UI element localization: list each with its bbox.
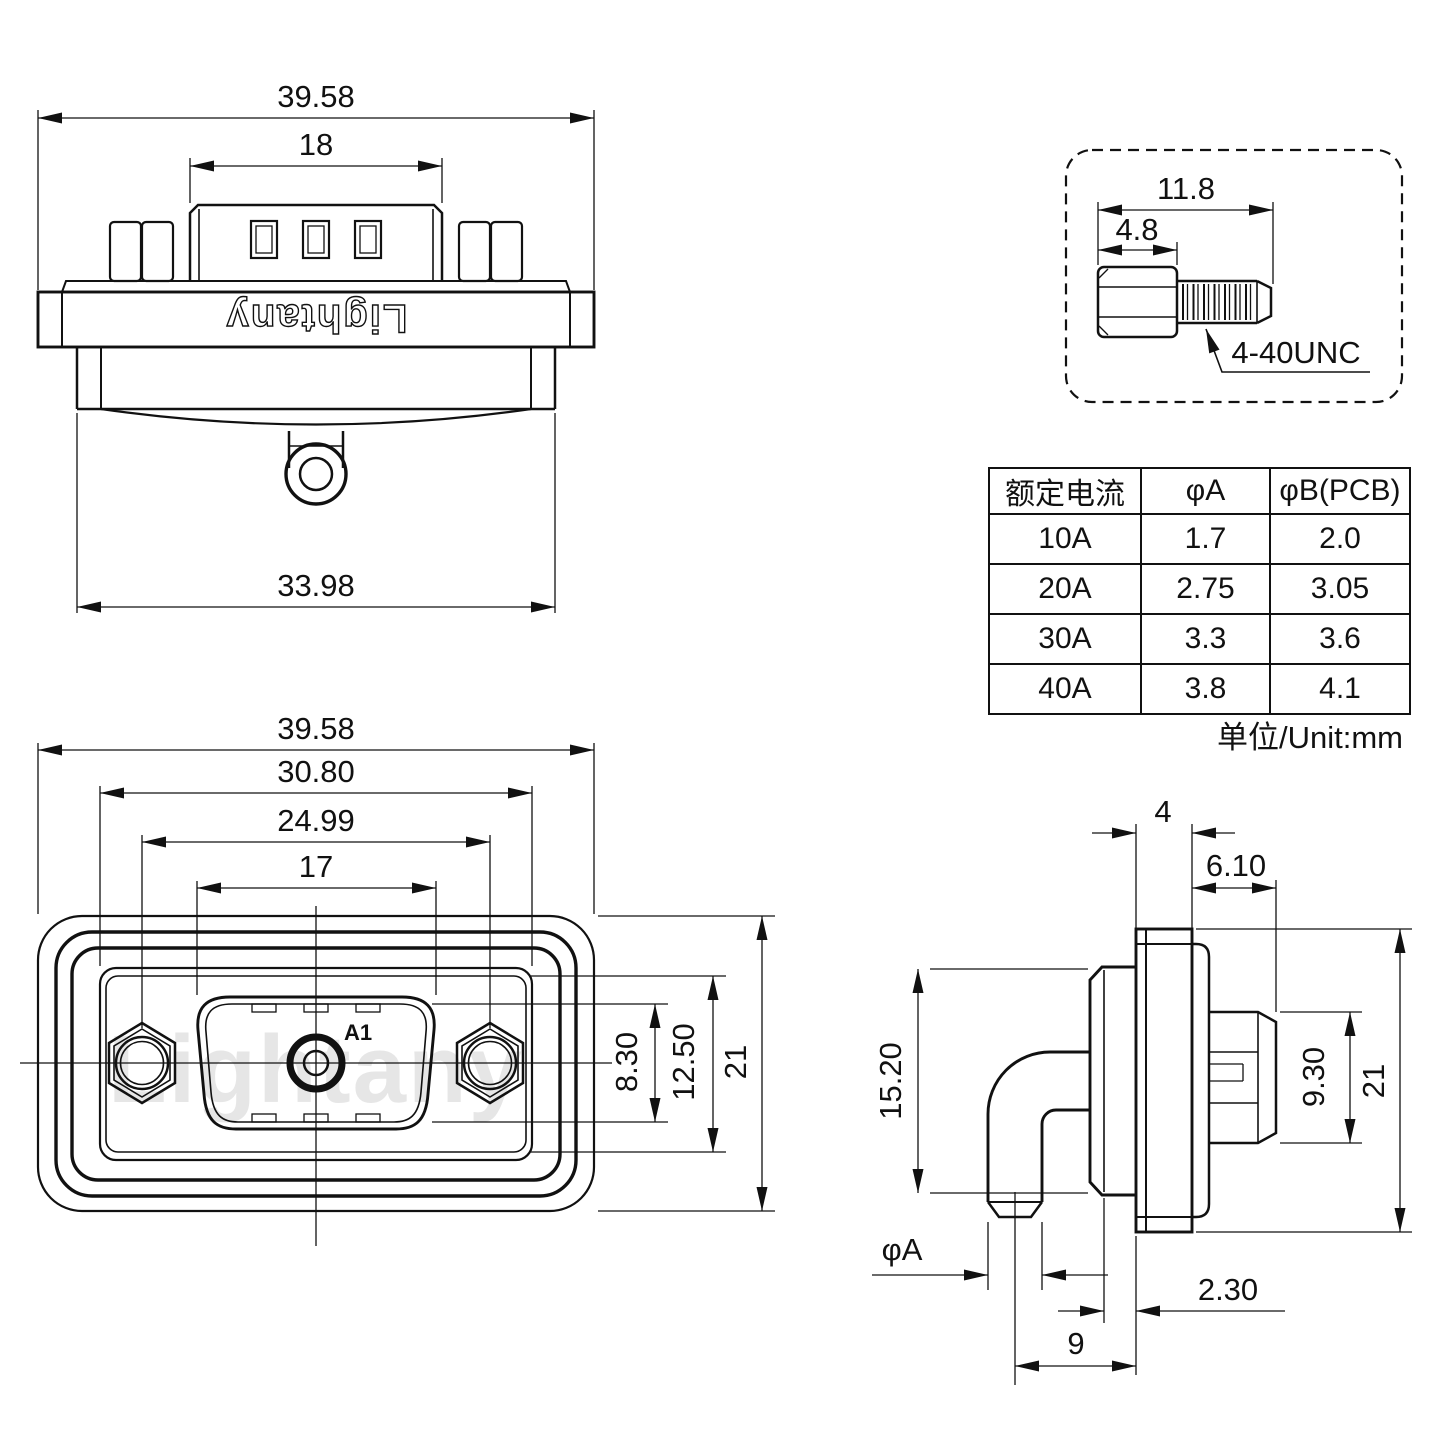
cell-dia-a: 3.3 [1140, 613, 1271, 665]
cell-dia-a: 3.8 [1140, 663, 1271, 715]
table-row: 40A 3.8 4.1 [988, 663, 1411, 715]
dim-screw-total-length: 11.8 [1097, 171, 1274, 284]
cell-dia-b: 4.1 [1269, 663, 1411, 715]
dim-top-overall-width: 39.58 [37, 79, 595, 290]
dim-screw-head-length: 4.8 [1098, 212, 1178, 265]
header-dia-a: φA [1140, 467, 1271, 515]
cell-dia-b: 3.05 [1269, 563, 1411, 615]
dim-label: 18 [299, 127, 333, 162]
dim-label: 30.80 [277, 754, 355, 789]
dim-label: 17 [299, 849, 333, 884]
mounting-nut-left [107, 1021, 177, 1105]
cell-current: 10A [988, 513, 1142, 565]
side-view-geometry [986, 927, 1278, 1385]
dim-label: 9.30 [1296, 1047, 1331, 1107]
dim-front-panel-width: 30.80 [99, 754, 533, 966]
dim-label: 21 [718, 1045, 753, 1079]
top-view-geometry [36, 203, 596, 506]
cell-dia-b: 3.6 [1269, 613, 1411, 665]
unit-note: 单位/Unit:mm [1217, 720, 1403, 755]
dim-front-insert-width: 17 [196, 849, 437, 995]
dim-front-mount-pitch: 24.99 [141, 803, 491, 1028]
dim-side-face-offset: 2.30 [1058, 1198, 1285, 1375]
table-row: 30A 3.3 3.6 [988, 613, 1411, 665]
table-row: 10A 1.7 2.0 [988, 513, 1411, 565]
dim-label: 15.20 [873, 1042, 908, 1120]
dim-front-overall-height: 21 [598, 915, 775, 1212]
header-dia-b-pcb: φB(PCB) [1269, 467, 1411, 515]
dim-label: 12.50 [666, 1023, 701, 1101]
dim-side-pin-diameter: φA [872, 1222, 1108, 1290]
detail-boundary-dashed-box [1064, 148, 1404, 404]
thread-callout: 4-40UNC [1205, 328, 1370, 373]
dim-label: φA [882, 1232, 923, 1267]
dim-label: 33.98 [277, 568, 355, 603]
dim-side-pin-pitch: 9 [1015, 1326, 1136, 1372]
dim-label: 24.99 [277, 803, 355, 838]
header-rated-current: 额定电流 [988, 467, 1142, 515]
cell-current: 20A [988, 563, 1142, 615]
cell-dia-a: 1.7 [1140, 513, 1271, 565]
power-contact [286, 1033, 346, 1093]
dim-front-overall-width: 39.58 [37, 711, 595, 914]
screw-geometry [1096, 265, 1273, 339]
dim-side-overall-height: 21 [1196, 928, 1412, 1233]
dim-side-bushing-length: 6.10 [1192, 848, 1277, 1012]
dim-label: 6.10 [1206, 848, 1266, 883]
mounting-nut-right [455, 1021, 525, 1105]
screw-detail-view: 11.8 4.8 4-40UNC [1064, 148, 1404, 404]
dim-label: 39.58 [277, 79, 355, 114]
dim-top-insert-width: 18 [189, 127, 443, 203]
dim-side-bushing-height: 9.30 [1280, 1011, 1362, 1144]
dim-label: 2.30 [1198, 1272, 1258, 1307]
dim-label: 8.30 [609, 1032, 644, 1092]
dim-front-opening-height: 8.30 [432, 1003, 668, 1123]
thread-label: 4-40UNC [1231, 335, 1360, 370]
dim-label: 4 [1154, 794, 1171, 829]
dim-label: 11.8 [1157, 171, 1215, 206]
dim-label: 21 [1356, 1064, 1391, 1098]
table-header-row: 额定电流 φA φB(PCB) [988, 467, 1411, 515]
dim-label: 39.58 [277, 711, 355, 746]
table-row: 20A 2.75 3.05 [988, 563, 1411, 615]
dim-label: 9 [1067, 1326, 1084, 1361]
cell-current: 30A [988, 613, 1142, 665]
dim-top-body-width: 33.98 [76, 413, 556, 613]
dim-front-insert-height: 12.50 [530, 975, 726, 1153]
current-rating-table: 额定电流 φA φB(PCB) 10A 1.7 2.0 20A 2.75 3.0… [988, 467, 1411, 715]
cell-dia-a: 2.75 [1140, 563, 1271, 615]
cell-current: 40A [988, 663, 1142, 715]
cell-dia-b: 2.0 [1269, 513, 1411, 565]
side-view: 4 6.10 15.20 9.30 21 [872, 794, 1412, 1385]
top-view: Lightany 39.58 18 33.98 [36, 79, 596, 613]
front-view: Lightany [20, 711, 775, 1246]
brand-logo-engraving: Lightany [225, 296, 408, 340]
contact-designator: A1 [344, 1020, 372, 1045]
dim-label: 4.8 [1115, 212, 1158, 247]
dim-side-flange-thickness: 4 [1092, 794, 1235, 929]
dim-side-pin-depth: 15.20 [873, 968, 1088, 1194]
front-view-geometry [20, 906, 612, 1246]
